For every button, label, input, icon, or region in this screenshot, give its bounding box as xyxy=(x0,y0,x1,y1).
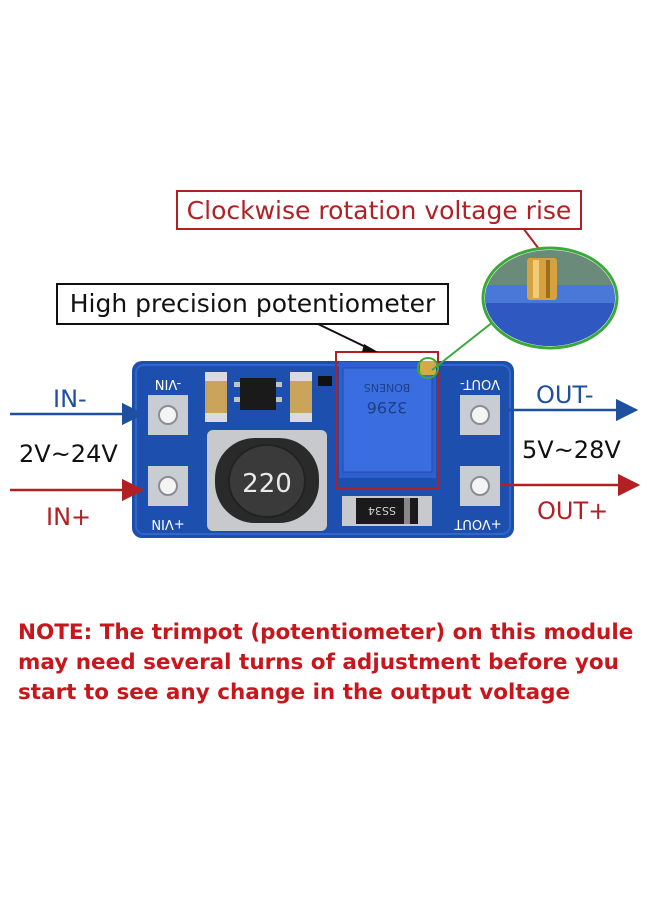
pad-vin-neg xyxy=(148,395,188,435)
pot-brand: BONENS xyxy=(364,381,410,394)
pot-highlight-box xyxy=(335,351,439,490)
in-pos-label: IN+ xyxy=(46,503,92,531)
pad-vout-neg xyxy=(460,395,500,435)
silk-vin-bottom: +VIN xyxy=(151,516,184,531)
note-line-2: may need several turns of adjustment bef… xyxy=(18,650,619,675)
silk-vout-top: VOUT- xyxy=(460,376,500,391)
rotation-callout: Clockwise rotation voltage rise xyxy=(176,190,582,230)
note-line-1: NOTE: The trimpot (potentiometer) on thi… xyxy=(18,620,634,645)
output-range-label: 5V~28V xyxy=(522,436,621,464)
diode-marking: SS34 xyxy=(368,504,396,517)
pad-vout-pos xyxy=(460,466,500,506)
pad-vin-pos xyxy=(148,466,188,506)
out-neg-label: OUT- xyxy=(536,381,594,409)
potentiometer-callout: High precision potentiometer xyxy=(56,283,449,325)
note-line-3: start to see any change in the output vo… xyxy=(18,680,571,705)
input-range-label: 2V~24V xyxy=(19,440,118,468)
capacitor-left xyxy=(205,372,227,422)
inductor xyxy=(207,430,327,531)
silk-vin-top: -VIN xyxy=(155,376,181,391)
inductor-marking: 220 xyxy=(242,469,292,499)
out-pos-label: OUT+ xyxy=(537,497,609,525)
silk-vout-bottom: +VOUT xyxy=(454,516,501,531)
note-text: NOTE: The trimpot (potentiometer) on thi… xyxy=(18,618,658,708)
pot-model: 3296 xyxy=(367,398,408,417)
ic-chip xyxy=(234,378,282,410)
potentiometer xyxy=(339,361,436,478)
pot-pointer xyxy=(317,323,373,351)
capacitor-right xyxy=(290,372,312,422)
diode xyxy=(342,496,432,526)
in-neg-label: IN- xyxy=(53,385,87,413)
resistor xyxy=(318,376,332,386)
